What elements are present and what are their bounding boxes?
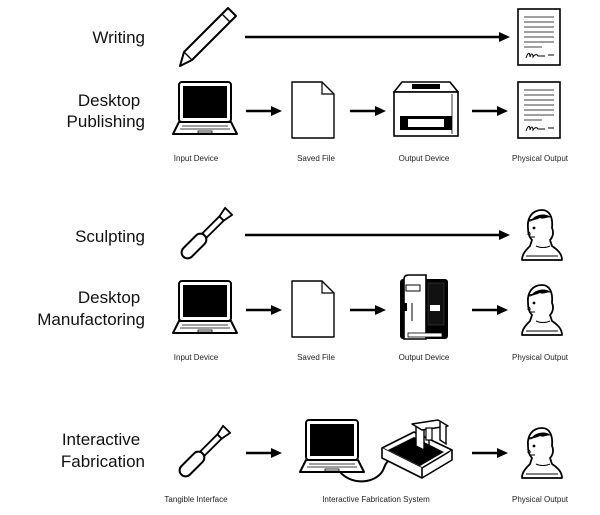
saved-file-icon [291, 280, 335, 338]
laptop-icon [172, 81, 238, 135]
bust-sculpture-icon [521, 209, 563, 261]
caption-physical-output: Physical Output [512, 495, 569, 504]
arrow [472, 448, 508, 458]
chisel-icon [176, 424, 232, 480]
arrow [246, 106, 282, 116]
document-icon [517, 81, 561, 139]
pen-icon [179, 7, 237, 67]
bust-sculpture-icon [521, 284, 563, 336]
caption-interactive-fabrication-system: Interactive Fabrication System [322, 495, 430, 504]
caption-tangible-interface: Tangible Interface [164, 495, 228, 504]
arrow [472, 106, 508, 116]
caption-output-device: Output Device [399, 154, 450, 163]
row-title-sculpting: Sculpting [75, 227, 145, 246]
arrow [350, 305, 386, 315]
arrow [350, 106, 386, 116]
3d-printer-icon [399, 274, 449, 340]
saved-file-icon [291, 81, 335, 139]
printer-icon [393, 81, 459, 137]
caption-saved-file: Saved File [297, 353, 335, 362]
chisel-icon [178, 206, 234, 262]
arrow [245, 230, 510, 240]
row-title-interactive-fabrication: Interactive Fabrication [61, 430, 145, 471]
row-title-desktop-publishing: Desktop Publishing [67, 91, 145, 131]
caption-input-device: Input Device [174, 353, 219, 362]
caption-input-device: Input Device [174, 154, 219, 163]
laptop-icon [172, 280, 238, 334]
arrow [472, 305, 508, 315]
fabrication-machine-icon [381, 419, 453, 479]
row-title-writing: Writing [92, 28, 145, 47]
laptop-icon [299, 419, 365, 473]
caption-physical-output: Physical Output [512, 353, 569, 362]
arrow [246, 448, 282, 458]
row-title-desktop-manufactoring: Desktop Manufactoring [37, 288, 145, 329]
caption-saved-file: Saved File [297, 154, 335, 163]
caption-output-device: Output Device [399, 353, 450, 362]
caption-physical-output: Physical Output [512, 154, 569, 163]
document-icon [517, 8, 561, 66]
bust-sculpture-icon [521, 427, 563, 479]
arrow [246, 305, 282, 315]
arrow [245, 32, 510, 42]
